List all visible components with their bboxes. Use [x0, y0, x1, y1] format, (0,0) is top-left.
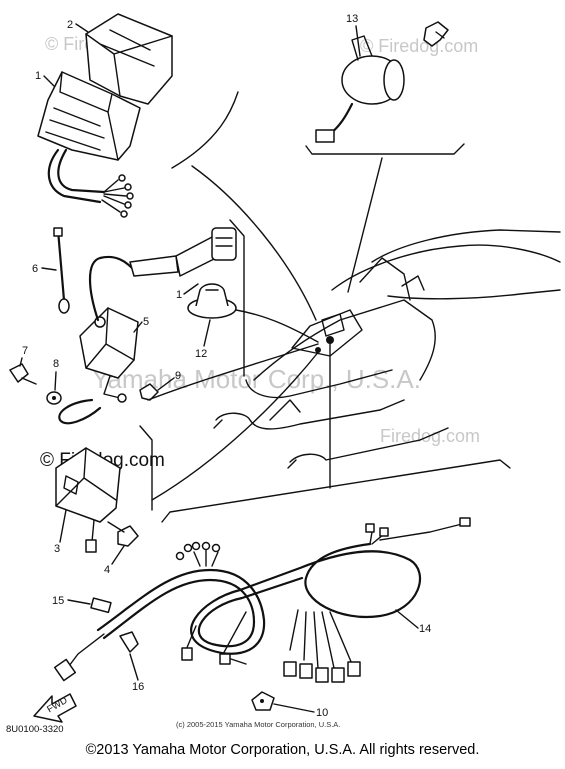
- ignition-coil-part: [53, 227, 237, 425]
- callout-15: 15: [52, 595, 64, 607]
- small-parts: [90, 597, 275, 711]
- callout-4: 4: [104, 564, 110, 576]
- find-arrow: FWD: [33, 693, 77, 723]
- callout-16: 16: [132, 681, 144, 693]
- callout-3: 3: [54, 543, 60, 555]
- cap-part: [187, 283, 237, 319]
- callout-10: 10: [316, 707, 328, 719]
- callout-6: 6: [32, 263, 38, 275]
- callout-1b: 1: [176, 289, 182, 301]
- callout-2: 2: [67, 19, 73, 31]
- callout-9: 9: [175, 370, 181, 382]
- copyright-caption: ©2013 Yamaha Motor Corporation, U.S.A. A…: [85, 742, 480, 758]
- small-copyright: (c) 2005-2015 Yamaha Motor Corporation, …: [176, 720, 340, 729]
- main-switch-part: [315, 21, 449, 143]
- regulator-part: [55, 447, 139, 553]
- callout-7: 7: [22, 345, 28, 357]
- callouts: 2 1 13 6 1 5 7 12 8 9 3 4 15 14 16 10: [19, 13, 431, 719]
- cdi-unit-part: [37, 13, 173, 218]
- callout-5: 5: [143, 316, 149, 328]
- callout-1: 1: [35, 70, 41, 82]
- callout-8: 8: [53, 358, 59, 370]
- watermark-firedog-top-right: © Firedog.com: [360, 36, 478, 56]
- callout-12: 12: [195, 348, 207, 360]
- callout-13: 13: [346, 13, 358, 25]
- callout-14: 14: [419, 623, 431, 635]
- figure-id: 8U0100-3320: [6, 724, 64, 735]
- fasteners-part: [9, 363, 159, 405]
- wire-harness-part: [53, 517, 471, 683]
- leader-lines: [139, 91, 511, 523]
